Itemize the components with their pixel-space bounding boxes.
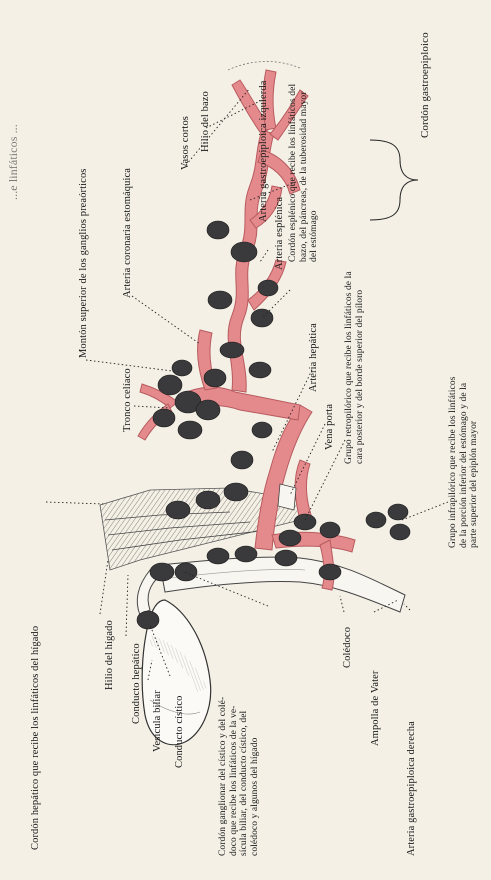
label-grupo-retropilorico: Grupo retropilórico que recibe los linfá… <box>344 271 365 464</box>
label-ampolla-vater: Ampolla de Vater <box>370 671 382 746</box>
label-conducto-hepatico: Conducto hepático <box>131 643 143 724</box>
label-vasos-cortos: Vasos cortos <box>180 116 192 170</box>
label-monton-superior: Montón superior de los ganglios preaórti… <box>78 169 90 358</box>
label-hilio-bazo: Hilio del bazo <box>200 91 212 152</box>
label-vena-porta: Vena porta <box>324 404 336 450</box>
portal-vein <box>278 484 296 510</box>
label-cordon-ganglionar: Cordón ganglionar del cístico y del colé… <box>218 697 260 856</box>
label-vesicula-biliar: Vesícula biliar <box>152 690 164 752</box>
label-arteria-coronaria: Arteria coronaria estomáquica <box>122 168 134 298</box>
gastroepiploic-brace <box>370 140 418 220</box>
label-arteria-gastroepiploica-derecha: Arteria gastroepiploica derecha <box>406 721 418 856</box>
label-cordon-gastroepiploico: Cordón gastroepiploico <box>420 32 432 138</box>
label-coledoco: Colédoco <box>342 627 354 668</box>
label-hilio-higado: Hilio del hígado <box>104 620 116 690</box>
spleen-hilum-sketch <box>228 61 300 70</box>
label-grupo-infrapilorico: Grupo infrapilórico que recibe los linfá… <box>448 377 480 549</box>
label-conducto-cistico: Conducto cístico <box>174 696 186 768</box>
label-arteria-hepatica: Arteria hepática <box>308 323 320 392</box>
page-header-fragment: ...e linfáticos ... <box>8 124 20 200</box>
label-cordon-hepatico: Cordón hepático que recibe los linfático… <box>30 626 42 850</box>
label-arteria-esplenica: Arteria esplénica <box>274 197 286 270</box>
label-tronco-celiaco: Tronco celíaco <box>122 368 134 432</box>
label-cordon-esplenico: Cordón esplénico que recibe los linfátic… <box>288 84 320 262</box>
label-arteria-gastroepiploica-izquierda: Arteria gastroepiploica izquierda <box>258 81 270 223</box>
